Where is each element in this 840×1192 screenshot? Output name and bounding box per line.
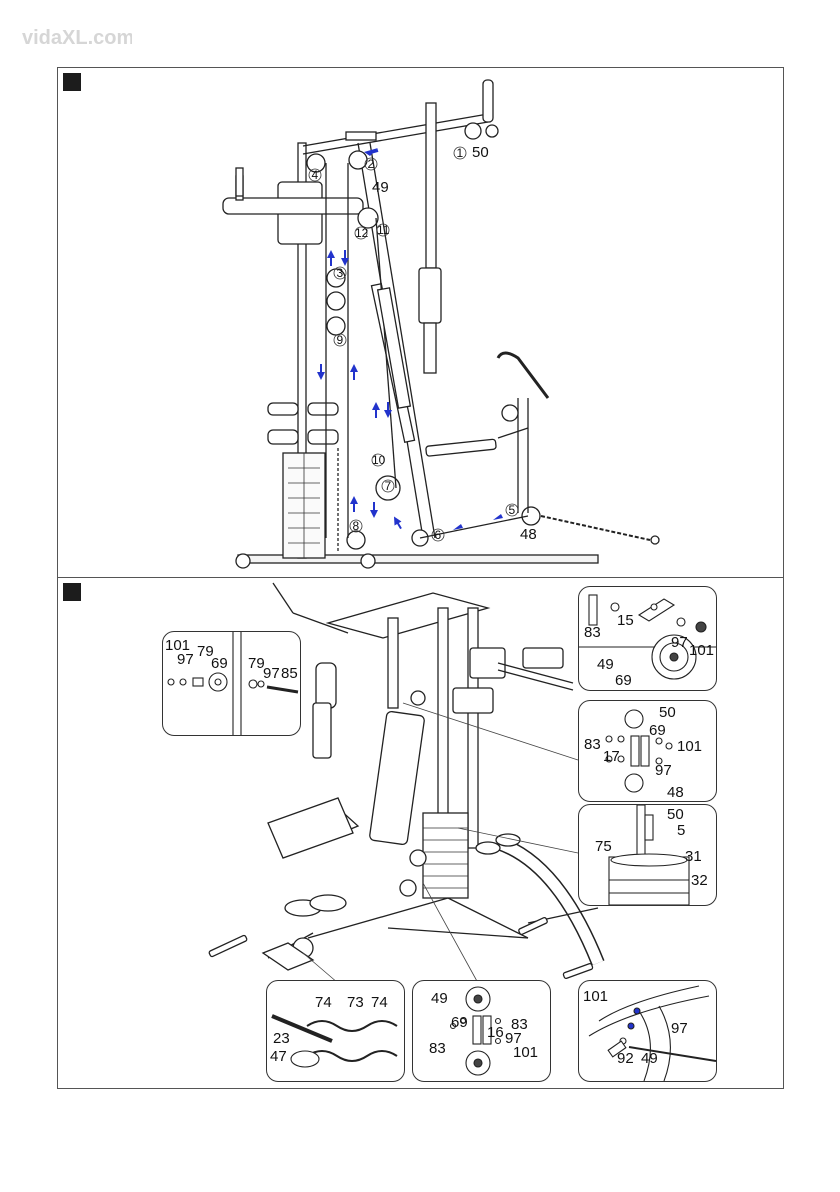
cable-routing-diagram: 1 50 2 4 49 12 11 3 9 10 7 8 6 5 48 [58, 68, 783, 578]
label-50: 50 [667, 806, 684, 823]
inset-double-pulley-bracket: 50 69 83 17 97 101 48 [578, 700, 717, 802]
callout-48: 48 [520, 526, 537, 543]
label-48: 48 [667, 784, 684, 801]
label-47: 47 [270, 1048, 287, 1065]
label-17: 17 [603, 748, 620, 765]
callout-2: 2 [368, 157, 375, 171]
label-85: 85 [281, 665, 298, 682]
assembly-step-panel-1: 1 50 2 4 49 12 11 3 9 10 7 8 6 5 48 [57, 67, 784, 579]
inset-leg-cable-attachment: 74 73 74 23 47 [266, 980, 405, 1082]
label-73: 73 [347, 994, 364, 1011]
label-83: 83 [584, 736, 601, 753]
label-101: 101 [583, 988, 608, 1005]
label-101: 101 [689, 642, 714, 659]
callout-12: 12 [355, 226, 369, 240]
label-92: 92 [617, 1050, 634, 1067]
inset-lower-pulley-bracket: 49 69 83 16 97 83 101 [412, 980, 551, 1082]
label-23: 23 [273, 1030, 290, 1047]
callout-4: 4 [312, 168, 319, 182]
inset-pulley-bracket-top: 83 15 97 101 49 69 [578, 586, 717, 691]
label-5: 5 [677, 822, 685, 839]
label-49: 49 [597, 656, 614, 673]
label-69: 69 [615, 672, 632, 689]
label-83b: 83 [429, 1040, 446, 1057]
label-83: 83 [584, 624, 601, 641]
callout-5: 5 [509, 503, 516, 517]
label-97: 97 [177, 651, 194, 668]
label-74b: 74 [371, 994, 388, 1011]
callout-6: 6 [435, 528, 442, 542]
label-97: 97 [655, 762, 672, 779]
label-69: 69 [649, 722, 666, 739]
label-75: 75 [595, 838, 612, 855]
callout-9: 9 [337, 333, 344, 347]
step-marker [63, 73, 81, 91]
label-49: 49 [431, 990, 448, 1007]
callout-49: 49 [372, 179, 389, 196]
label-69: 69 [451, 1014, 468, 1031]
label-15: 15 [617, 612, 634, 629]
callout-50: 50 [472, 144, 489, 161]
inset-pulley-left-hardware: 101 97 79 69 79 97 85 [162, 631, 301, 736]
label-31: 31 [685, 848, 702, 865]
vidaxl-logo: vidaXL.com [22, 22, 132, 54]
label-101: 101 [513, 1044, 538, 1061]
logo-text: vidaXL.com [22, 27, 132, 49]
label-50: 50 [659, 704, 676, 721]
assembly-step-panel-2: 101 97 79 69 79 97 85 83 15 [57, 577, 784, 1089]
label-49: 49 [641, 1050, 658, 1067]
label-74: 74 [315, 994, 332, 1011]
inset-bench-bolt: 101 97 92 49 [578, 980, 717, 1082]
label-69: 69 [211, 655, 228, 672]
callout-1: 1 [457, 146, 464, 160]
callout-8: 8 [353, 519, 360, 533]
callout-3: 3 [337, 266, 344, 280]
label-97b: 97 [263, 665, 280, 682]
callout-10: 10 [372, 453, 386, 467]
inset-weight-stack-top: 50 5 75 31 32 [578, 804, 717, 906]
label-101: 101 [677, 738, 702, 755]
page-footer [0, 1184, 840, 1192]
label-97: 97 [671, 634, 688, 651]
label-32: 32 [691, 872, 708, 889]
callout-7: 7 [385, 479, 392, 493]
callout-11: 11 [377, 223, 390, 237]
label-16: 16 [487, 1024, 504, 1041]
label-97: 97 [671, 1020, 688, 1037]
